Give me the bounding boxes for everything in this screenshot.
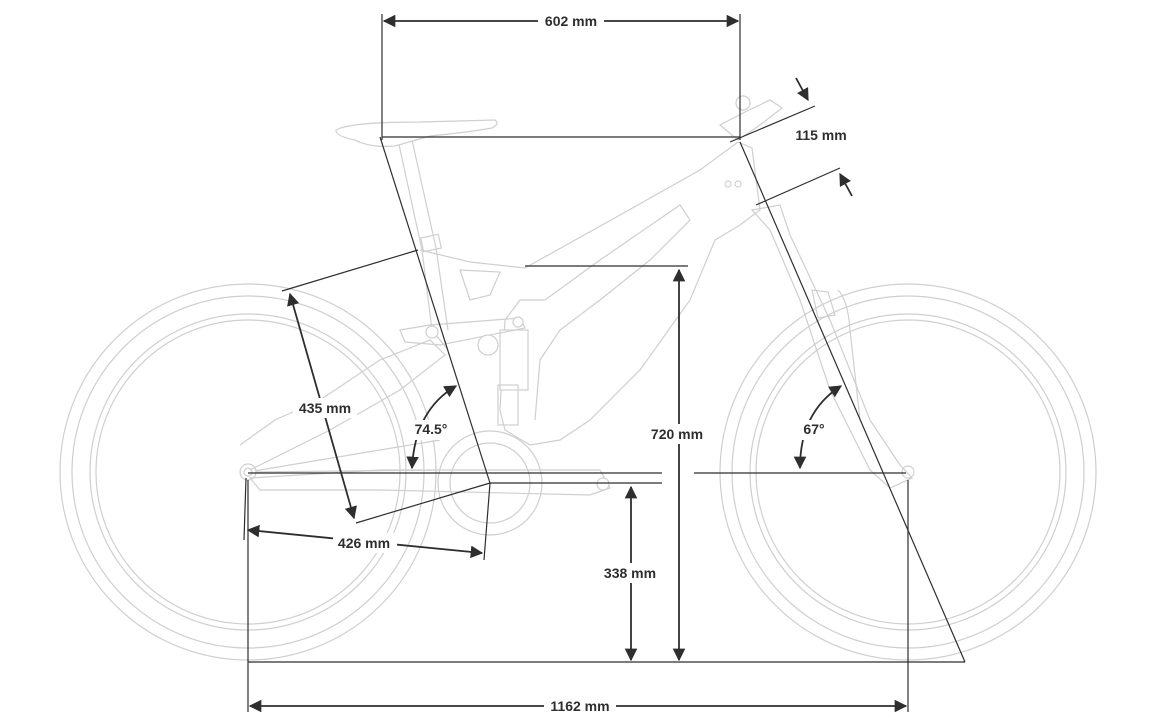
bike-illustration [59, 95, 1097, 661]
bb-height-label: 338 mm [604, 565, 656, 581]
seat-angle-label: 74.5° [415, 421, 448, 437]
saddle [335, 119, 498, 147]
seat-tube-label: 435 mm [299, 400, 351, 416]
rear-wheel [59, 283, 441, 661]
head-angle-arc [793, 385, 843, 470]
rear-shock [499, 329, 529, 391]
head-tube-arrow-bottom [839, 172, 853, 197]
head-angle-label: 67° [803, 421, 824, 437]
seat-angle-arc [406, 385, 458, 470]
stem-handlebar [718, 99, 784, 141]
fork [750, 204, 914, 489]
wheelbase-label: 1162 mm [550, 698, 609, 714]
seat-tube [397, 139, 449, 351]
chainstay-label: 426 mm [338, 535, 390, 551]
stack-label: 720 mm [651, 426, 703, 442]
frame [419, 141, 761, 446]
dimension-lines [243, 14, 966, 713]
dimension-labels: 602 mm 115 mm 720 mm 435 mm 74.5° 67° 42… [293, 11, 847, 716]
head-tube-arrow-top [795, 77, 809, 102]
reach-label: 602 mm [545, 13, 597, 29]
head-tube-label: 115 mm [795, 127, 846, 143]
